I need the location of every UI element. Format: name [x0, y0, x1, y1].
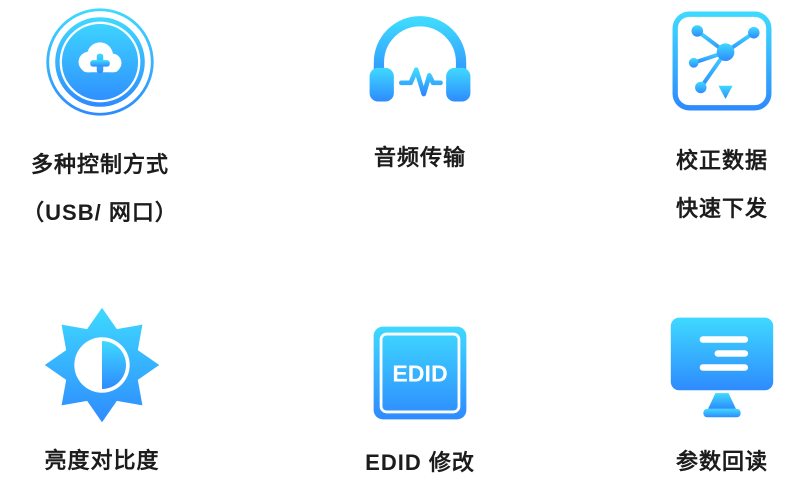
- brightness-contrast-icon: [42, 305, 162, 425]
- feature-brightness-contrast: 亮度对比度: [2, 305, 202, 474]
- feature-audio-transport: 音频传输: [320, 8, 520, 171]
- feature-label: 亮度对比度: [44, 448, 160, 473]
- edid-chip-icon: EDID: [369, 322, 471, 424]
- feature-label: 多种控制方式: [30, 152, 169, 177]
- network-nodes-icon: [669, 8, 775, 114]
- monitor-lines-icon: [666, 313, 778, 421]
- feature-sublabel: （USB/ 网口）: [22, 200, 178, 226]
- feature-control-methods: 多种控制方式 （USB/ 网口）: [0, 6, 200, 227]
- cloud-plus-icon: [44, 6, 156, 118]
- feature-label: 参数回读: [675, 449, 768, 474]
- feature-label: EDID 修改: [365, 450, 475, 475]
- feature-edid-edit: EDID EDID 修改: [320, 322, 520, 476]
- feature-param-readback: 参数回读: [622, 313, 810, 475]
- edid-icon-text: EDID: [392, 360, 447, 386]
- feature-label: 音频传输: [373, 145, 466, 170]
- feature-sublabel: 快速下发: [675, 196, 768, 222]
- headphones-waveform-icon: [364, 8, 476, 111]
- feature-label: 校正数据: [675, 148, 768, 173]
- feature-calibration-data: 校正数据 快速下发: [622, 8, 810, 223]
